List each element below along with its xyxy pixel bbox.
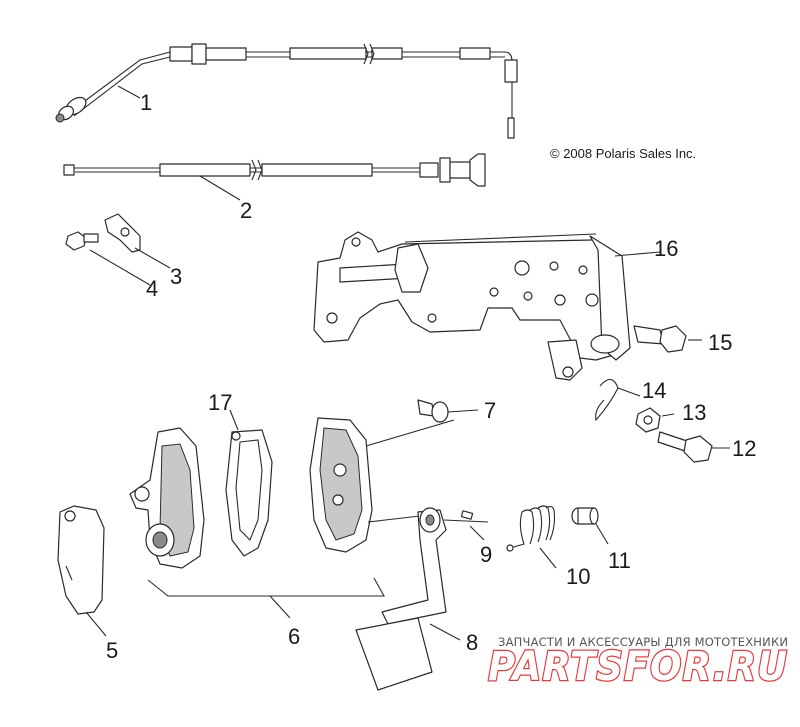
part-4-bolt	[65, 231, 171, 286]
callout-10: 10	[566, 564, 590, 589]
callout-16: 16	[654, 236, 678, 261]
callout-3: 3	[170, 264, 182, 289]
part-6-housing-left	[129, 427, 205, 569]
part-5-cover	[57, 505, 107, 637]
callout-2: 2	[240, 198, 252, 223]
part-10-spring	[506, 505, 557, 569]
callout-15: 15	[708, 330, 732, 355]
part-2-cable	[63, 153, 486, 201]
callout-1: 1	[140, 90, 152, 115]
part-16-mount-plate	[313, 231, 661, 381]
callout-6: 6	[288, 624, 300, 649]
callout-8: 8	[466, 630, 478, 655]
part-15-bolt	[633, 325, 702, 353]
callout-11: 11	[608, 548, 631, 573]
part-6-leader	[147, 577, 385, 619]
part-7-screw	[417, 399, 479, 423]
callout-4: 4	[146, 276, 158, 301]
callout-14: 14	[642, 378, 666, 403]
callout-12: 12	[732, 436, 756, 461]
part-14-clip	[595, 378, 641, 422]
part-9-key	[443, 510, 489, 541]
part-1-cable	[55, 43, 518, 139]
part-8-pedal	[355, 507, 461, 691]
copyright-notice: © 2008 Polaris Sales Inc.	[550, 146, 696, 161]
callout-13: 13	[682, 400, 706, 425]
callout-7: 7	[484, 398, 496, 423]
callout-5: 5	[106, 638, 118, 663]
part-11-bushing	[571, 507, 609, 545]
watermark-tagline: ЗАПЧАСТИ И АКСЕССУАРЫ ДЛЯ МОТОТЕХНИКИ	[498, 635, 788, 649]
part-3-bracket	[104, 213, 141, 253]
callout-17: 17	[208, 390, 232, 415]
callout-9: 9	[480, 542, 492, 567]
part-17-gasket	[225, 409, 273, 557]
part-6-housing-right	[309, 417, 455, 553]
watermark-logo: PARTSFOR.RU	[488, 644, 788, 690]
part-12-bolt	[657, 431, 730, 463]
part-13-nut	[635, 407, 675, 433]
